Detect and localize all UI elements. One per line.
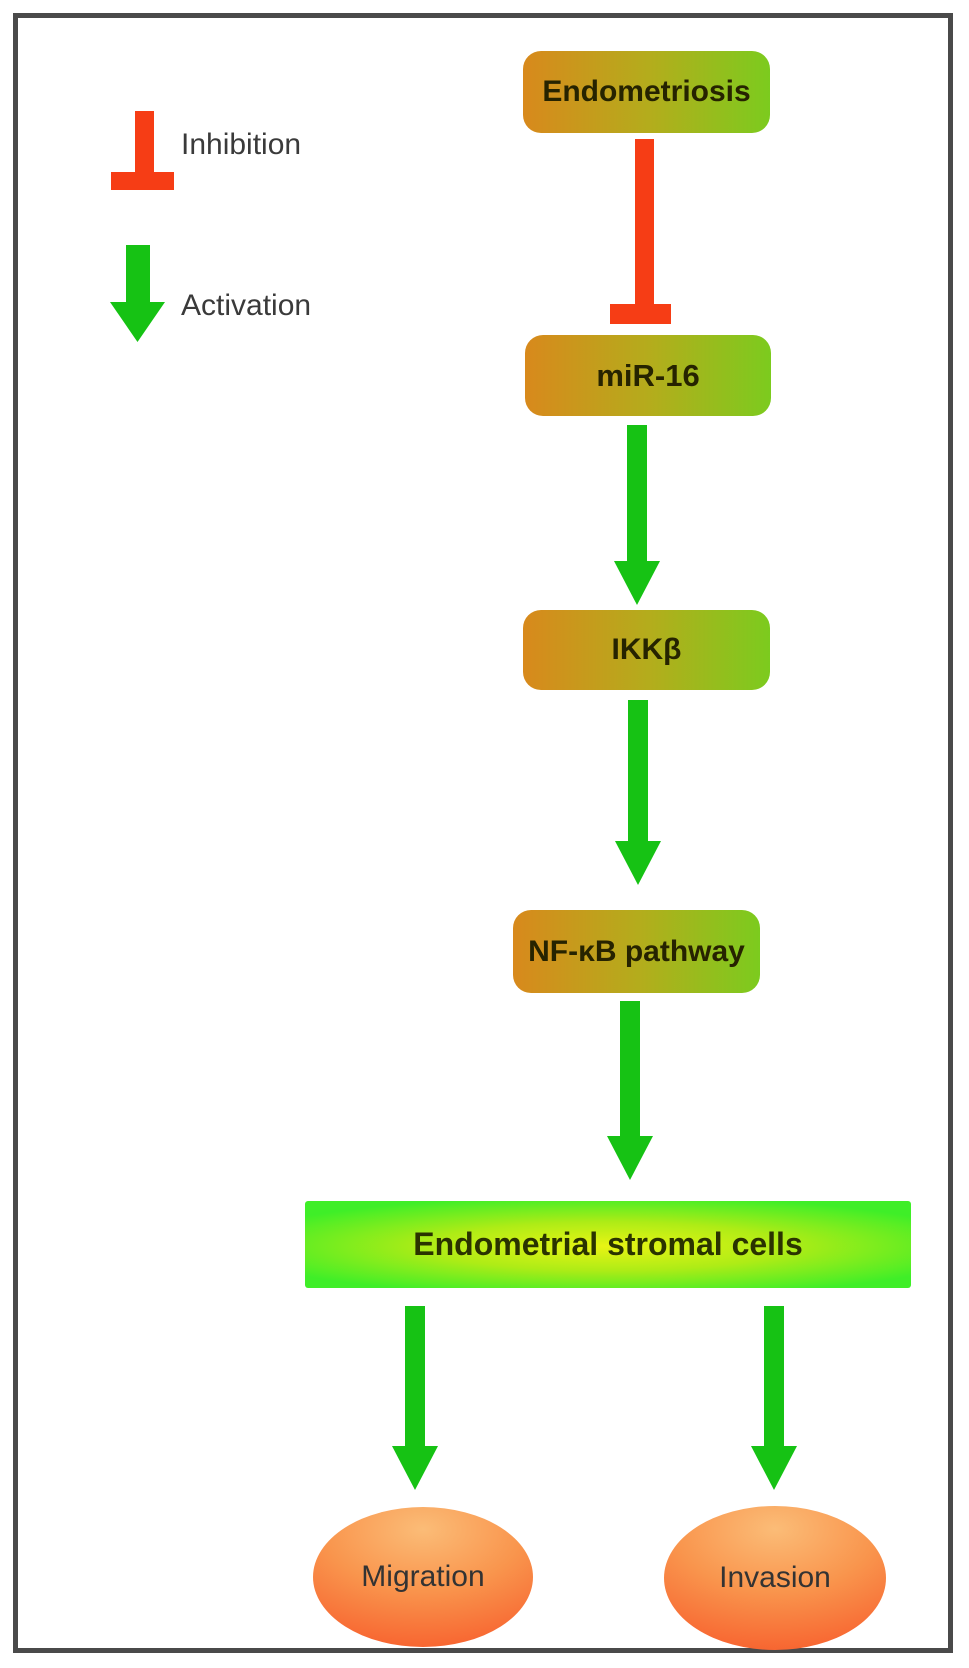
- node-nfkb-label: NF-κB pathway: [528, 934, 745, 968]
- node-migration-label: Migration: [361, 1560, 485, 1593]
- node-invasion: Invasion: [664, 1506, 886, 1650]
- arrow-head: [615, 841, 661, 885]
- inhibition-tbar-icon-base: [111, 172, 174, 190]
- arrow-shaft: [620, 1001, 640, 1138]
- edge-endometriosis-mir16-inhibition-bar: [610, 304, 671, 324]
- node-ikkb-label: IKKβ: [611, 633, 682, 666]
- arrow-head: [751, 1446, 797, 1490]
- node-stromal-cells: Endometrial stromal cells: [305, 1201, 911, 1288]
- arrow-shaft: [627, 425, 647, 563]
- node-invasion-label: Invasion: [719, 1561, 831, 1594]
- node-mir16-label: miR-16: [596, 357, 700, 393]
- arrow-shaft: [628, 700, 648, 843]
- figure-border-frame: Inhibition Activation Endometriosis miR-…: [13, 13, 953, 1653]
- activation-arrow-icon: [110, 245, 165, 342]
- node-ikkb: IKKβ: [523, 610, 770, 690]
- edge-mir16-ikkb-activation-arrow: [614, 425, 660, 605]
- node-endometriosis: Endometriosis: [523, 51, 770, 133]
- arrow-head: [607, 1136, 653, 1180]
- activation-arrow-icon-shaft: [125, 245, 150, 304]
- edge-stromal-migration-activation-arrow: [392, 1306, 438, 1490]
- edge-endometriosis-mir16-inhibition-line: [635, 139, 654, 306]
- legend-inhibition-label: Inhibition: [181, 128, 302, 161]
- edge-ikkb-nfkb-activation-arrow: [615, 700, 661, 885]
- node-nfkb: NF-κB pathway: [513, 910, 760, 993]
- node-stromal-cells-label: Endometrial stromal cells: [413, 1226, 803, 1262]
- arrow-head: [614, 561, 660, 605]
- node-endometriosis-label: Endometriosis: [542, 75, 751, 108]
- node-mir16: miR-16: [525, 335, 771, 416]
- inhibition-tbar-icon: [135, 111, 154, 174]
- edge-stromal-invasion-activation-arrow: [751, 1306, 797, 1490]
- legend-activation-label: Activation: [181, 289, 312, 322]
- arrow-shaft: [764, 1306, 784, 1448]
- arrow-shaft: [405, 1306, 425, 1448]
- arrow-head: [392, 1446, 438, 1490]
- edge-nfkb-stromal-activation-arrow: [607, 1001, 653, 1180]
- node-migration: Migration: [313, 1507, 533, 1647]
- activation-arrow-icon-head: [110, 302, 165, 342]
